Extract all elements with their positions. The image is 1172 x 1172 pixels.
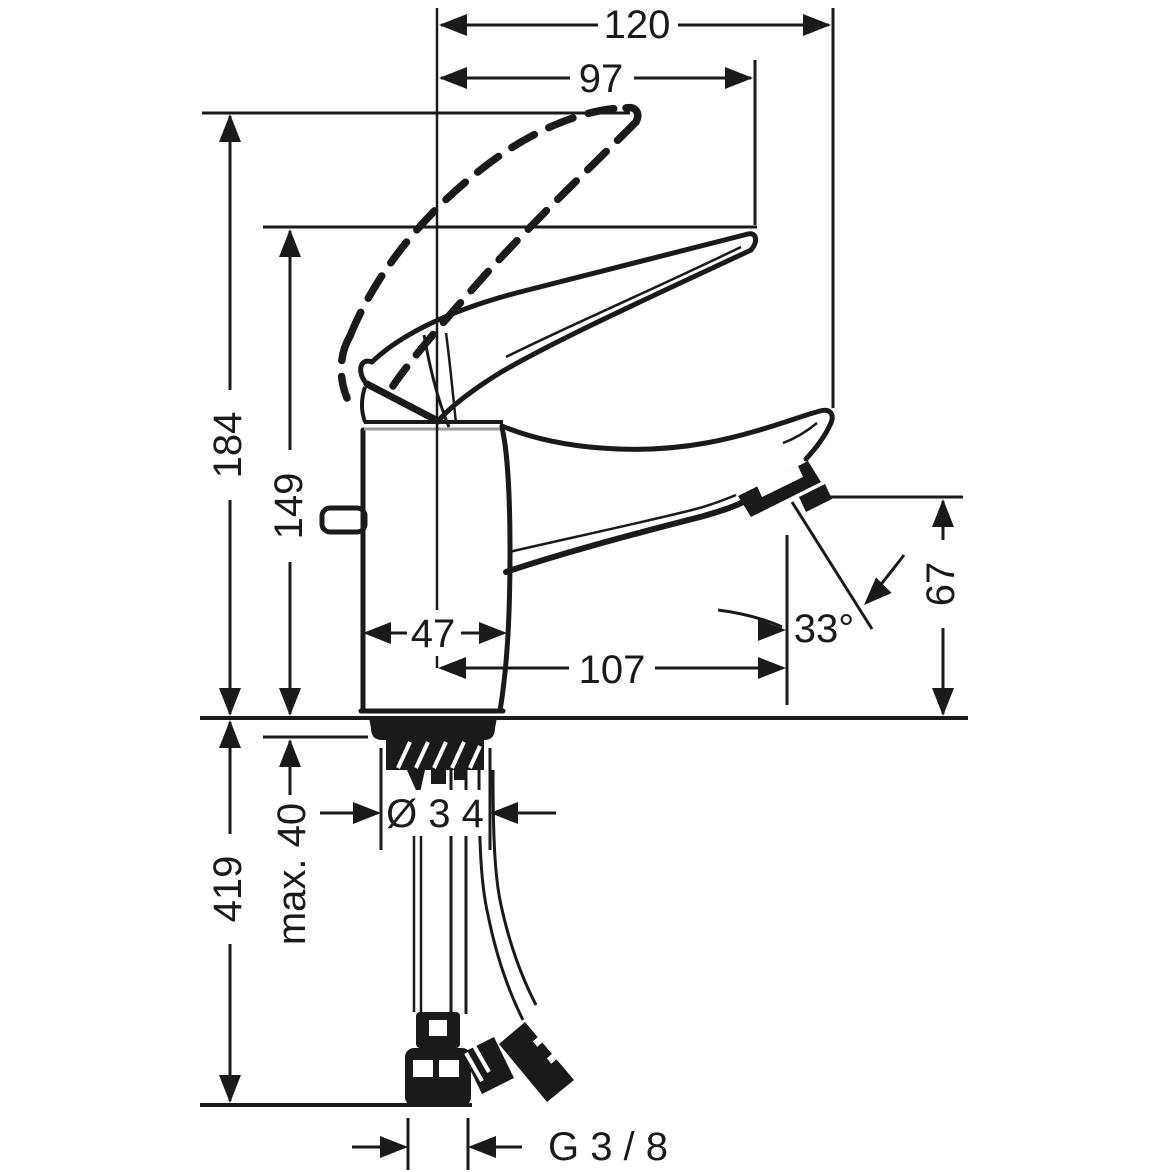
dim-label-149: 149	[267, 473, 311, 540]
handle-bottom-edge	[435, 247, 754, 424]
arrowheads	[219, 14, 954, 1158]
arrow-right-dia	[353, 802, 381, 824]
dim-label-angle-33: 33°	[794, 607, 855, 651]
arrow-angle-at-vertical	[758, 619, 786, 641]
handle-neck-arc-inner	[444, 332, 458, 424]
handle-raised-position-dashed	[337, 103, 642, 402]
aerator-step	[799, 484, 832, 512]
handle-front-lower-arc	[360, 386, 367, 423]
dim-label-120: 120	[604, 3, 671, 47]
dimension-lines	[228, 23, 945, 1149]
arrow-right-97	[725, 67, 753, 89]
dim-label-diameter: Ø 3 4	[386, 792, 484, 836]
aerator-slot	[757, 466, 803, 497]
dim-label-97: 97	[579, 57, 624, 101]
spout-underside-outer	[503, 498, 748, 575]
arrow-right-thread	[380, 1136, 408, 1158]
label-backgrounds	[204, 2, 965, 953]
spout-underside-inner	[508, 493, 737, 554]
raised-handle-front-dashed	[337, 332, 354, 402]
raised-handle-bottom-dashed	[389, 118, 640, 390]
undercounter-mounting	[369, 718, 574, 1106]
dim-label-184: 184	[206, 412, 250, 479]
mounting-nut-hatching	[396, 741, 482, 769]
handle-front-wedge	[363, 380, 442, 425]
arrow-down-184	[219, 688, 241, 716]
arrow-left-97	[439, 67, 467, 89]
arrow-up-149	[279, 229, 301, 257]
dim-label-max40: max. 40	[270, 803, 314, 945]
dim-label-107: 107	[579, 648, 646, 692]
arrow-right-47	[479, 622, 507, 644]
nut-tab-2	[454, 770, 467, 780]
reference-lines	[200, 8, 968, 1170]
outlet-angle-line	[790, 501, 874, 630]
arrow-left-107	[438, 657, 466, 679]
arrow-right-107	[758, 657, 786, 679]
arrow-left-dia	[490, 802, 518, 824]
spout-top-edge	[499, 407, 835, 462]
arrow-angle-at-diagonal	[864, 577, 892, 605]
arrow-up-67	[932, 499, 954, 527]
arrow-up-419	[219, 720, 241, 748]
handle-tip	[745, 231, 758, 253]
nut-tab-1	[431, 770, 446, 784]
arrow-down-149	[279, 688, 301, 716]
angle-leader-left	[717, 608, 783, 629]
temperature-stop-knob	[319, 505, 368, 535]
arrow-up-184	[219, 114, 241, 142]
dim-label-67: 67	[919, 562, 963, 607]
arrow-down-419	[219, 1075, 241, 1103]
dim-label-419: 419	[206, 856, 250, 923]
arrow-down-67	[932, 688, 954, 716]
dim-label-47: 47	[411, 612, 456, 656]
faucet-handle-rest-position	[358, 231, 758, 428]
handle-inner-line	[505, 245, 742, 359]
arrow-left-thread	[468, 1136, 496, 1158]
arrow-left-120	[439, 14, 467, 36]
handle-top-edge	[369, 231, 751, 365]
arrow-left-47	[363, 622, 391, 644]
handle-front-dome	[358, 358, 375, 387]
arrow-up-max40	[279, 739, 301, 767]
arrow-right-120	[803, 14, 831, 36]
dim-label-thread: G 3 / 8	[548, 1125, 668, 1169]
base-flange	[369, 718, 497, 740]
spout-tip-inner-line	[782, 422, 818, 445]
dimension-labels: 120 97 184 149 419 max. 40 67 33° 47 107…	[206, 3, 963, 1169]
faucet-spout	[499, 407, 835, 575]
hose-connector-angled	[462, 1022, 574, 1102]
hose-connector-straight	[405, 1012, 471, 1106]
